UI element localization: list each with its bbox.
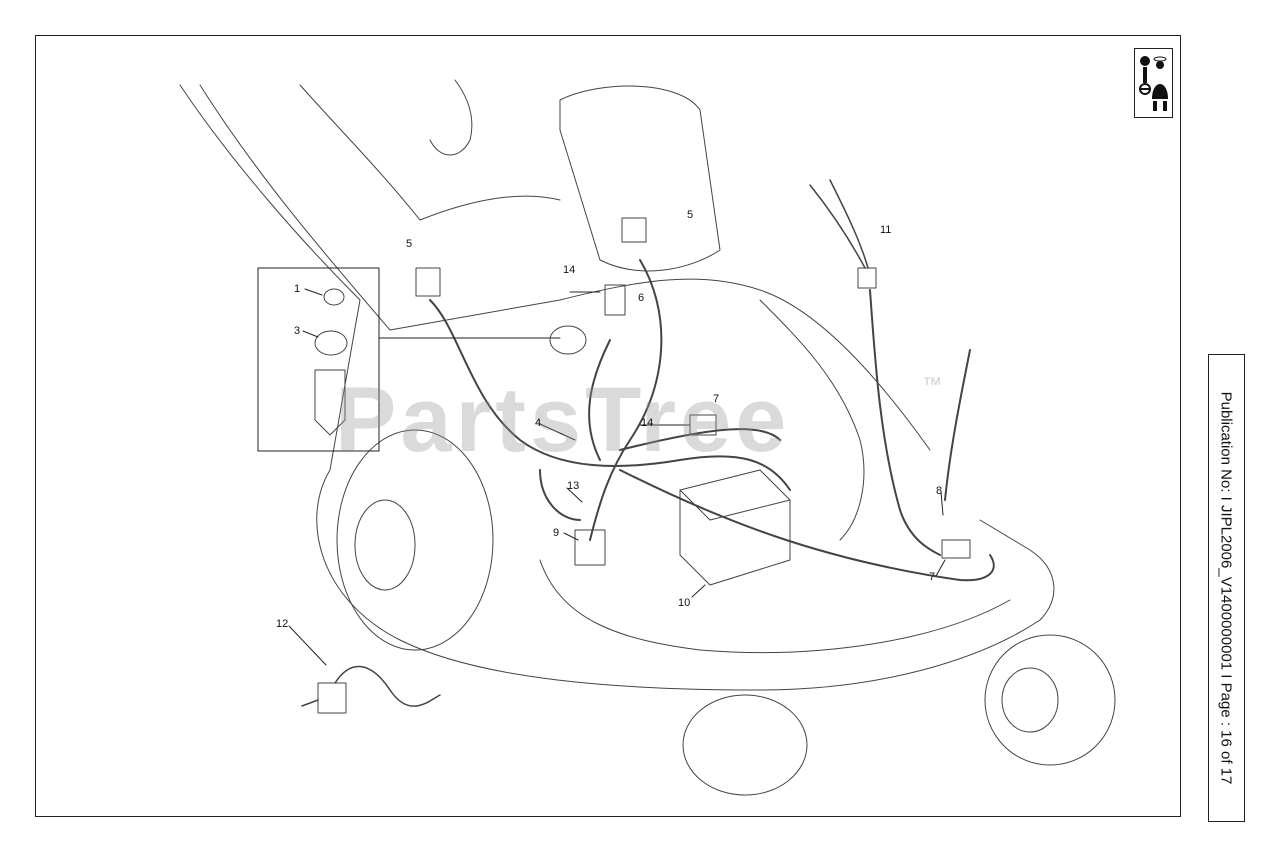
- steering-column: [429, 79, 473, 156]
- hood-outline: [559, 85, 721, 272]
- callout-5b: 5: [687, 209, 694, 221]
- relay-6: [604, 284, 626, 316]
- harness-5: [619, 469, 995, 582]
- solenoid-9: [574, 529, 606, 566]
- lead-11: [809, 179, 869, 269]
- wheel-left-rim: [354, 499, 416, 591]
- callout-1: 1: [294, 283, 301, 295]
- ignition-keys: [323, 288, 345, 306]
- diagram-frame: [35, 35, 1181, 817]
- publication-info: Publication No: I JIPL2006_V1400000001 I…: [1217, 391, 1235, 785]
- charger-plug: [301, 699, 319, 707]
- callout-6: 6: [638, 292, 645, 304]
- callout-8: 8: [936, 485, 943, 497]
- callout-11: 11: [880, 224, 892, 236]
- callout-9: 9: [553, 527, 560, 539]
- publication-box: [1208, 354, 1245, 822]
- plug-11: [857, 267, 877, 289]
- wheel-right-rim: [1001, 667, 1059, 733]
- partstree-watermark: PartsTree: [335, 369, 791, 471]
- connector-7b: [941, 539, 971, 559]
- callout-3: 3: [294, 325, 301, 337]
- harness-3: [588, 339, 611, 461]
- charger-12: [317, 682, 347, 714]
- wheel-left: [336, 429, 494, 651]
- deck-outline: [539, 559, 1011, 654]
- ignition-switch: [314, 369, 346, 436]
- callout-7b: 7: [929, 571, 936, 583]
- switch-5a: [415, 267, 441, 297]
- inset-target: [549, 325, 587, 355]
- charger-cable: [334, 665, 441, 707]
- harness-4: [619, 428, 781, 451]
- body-outline: [179, 84, 1055, 691]
- callout-13: 13: [567, 480, 580, 492]
- harness-7: [539, 469, 581, 521]
- callout-7a: 7: [713, 393, 720, 405]
- inset-box: [257, 267, 380, 452]
- callout-14b: 14: [641, 417, 654, 429]
- callout-12: 12: [276, 618, 289, 630]
- callout-10: 10: [678, 597, 691, 609]
- wheel-right: [984, 634, 1116, 766]
- battery-top: [679, 489, 791, 521]
- body-outline-2: [199, 84, 931, 451]
- battery: [679, 469, 791, 586]
- harness-6: [869, 289, 941, 556]
- seat-back: [299, 84, 561, 221]
- harness-main: [429, 299, 791, 491]
- mechanic-service-icon: [1134, 48, 1173, 118]
- harness-2: [589, 259, 663, 541]
- switch-5b: [621, 217, 647, 243]
- trademark-symbol: ™: [922, 374, 942, 396]
- fender-right: [759, 299, 865, 541]
- ignition-nut: [314, 330, 348, 356]
- callout-14a: 14: [563, 264, 576, 276]
- wheel-front: [682, 694, 808, 796]
- lift-lever: [944, 349, 971, 501]
- callout-5a: 5: [406, 238, 413, 250]
- callout-4: 4: [535, 417, 542, 429]
